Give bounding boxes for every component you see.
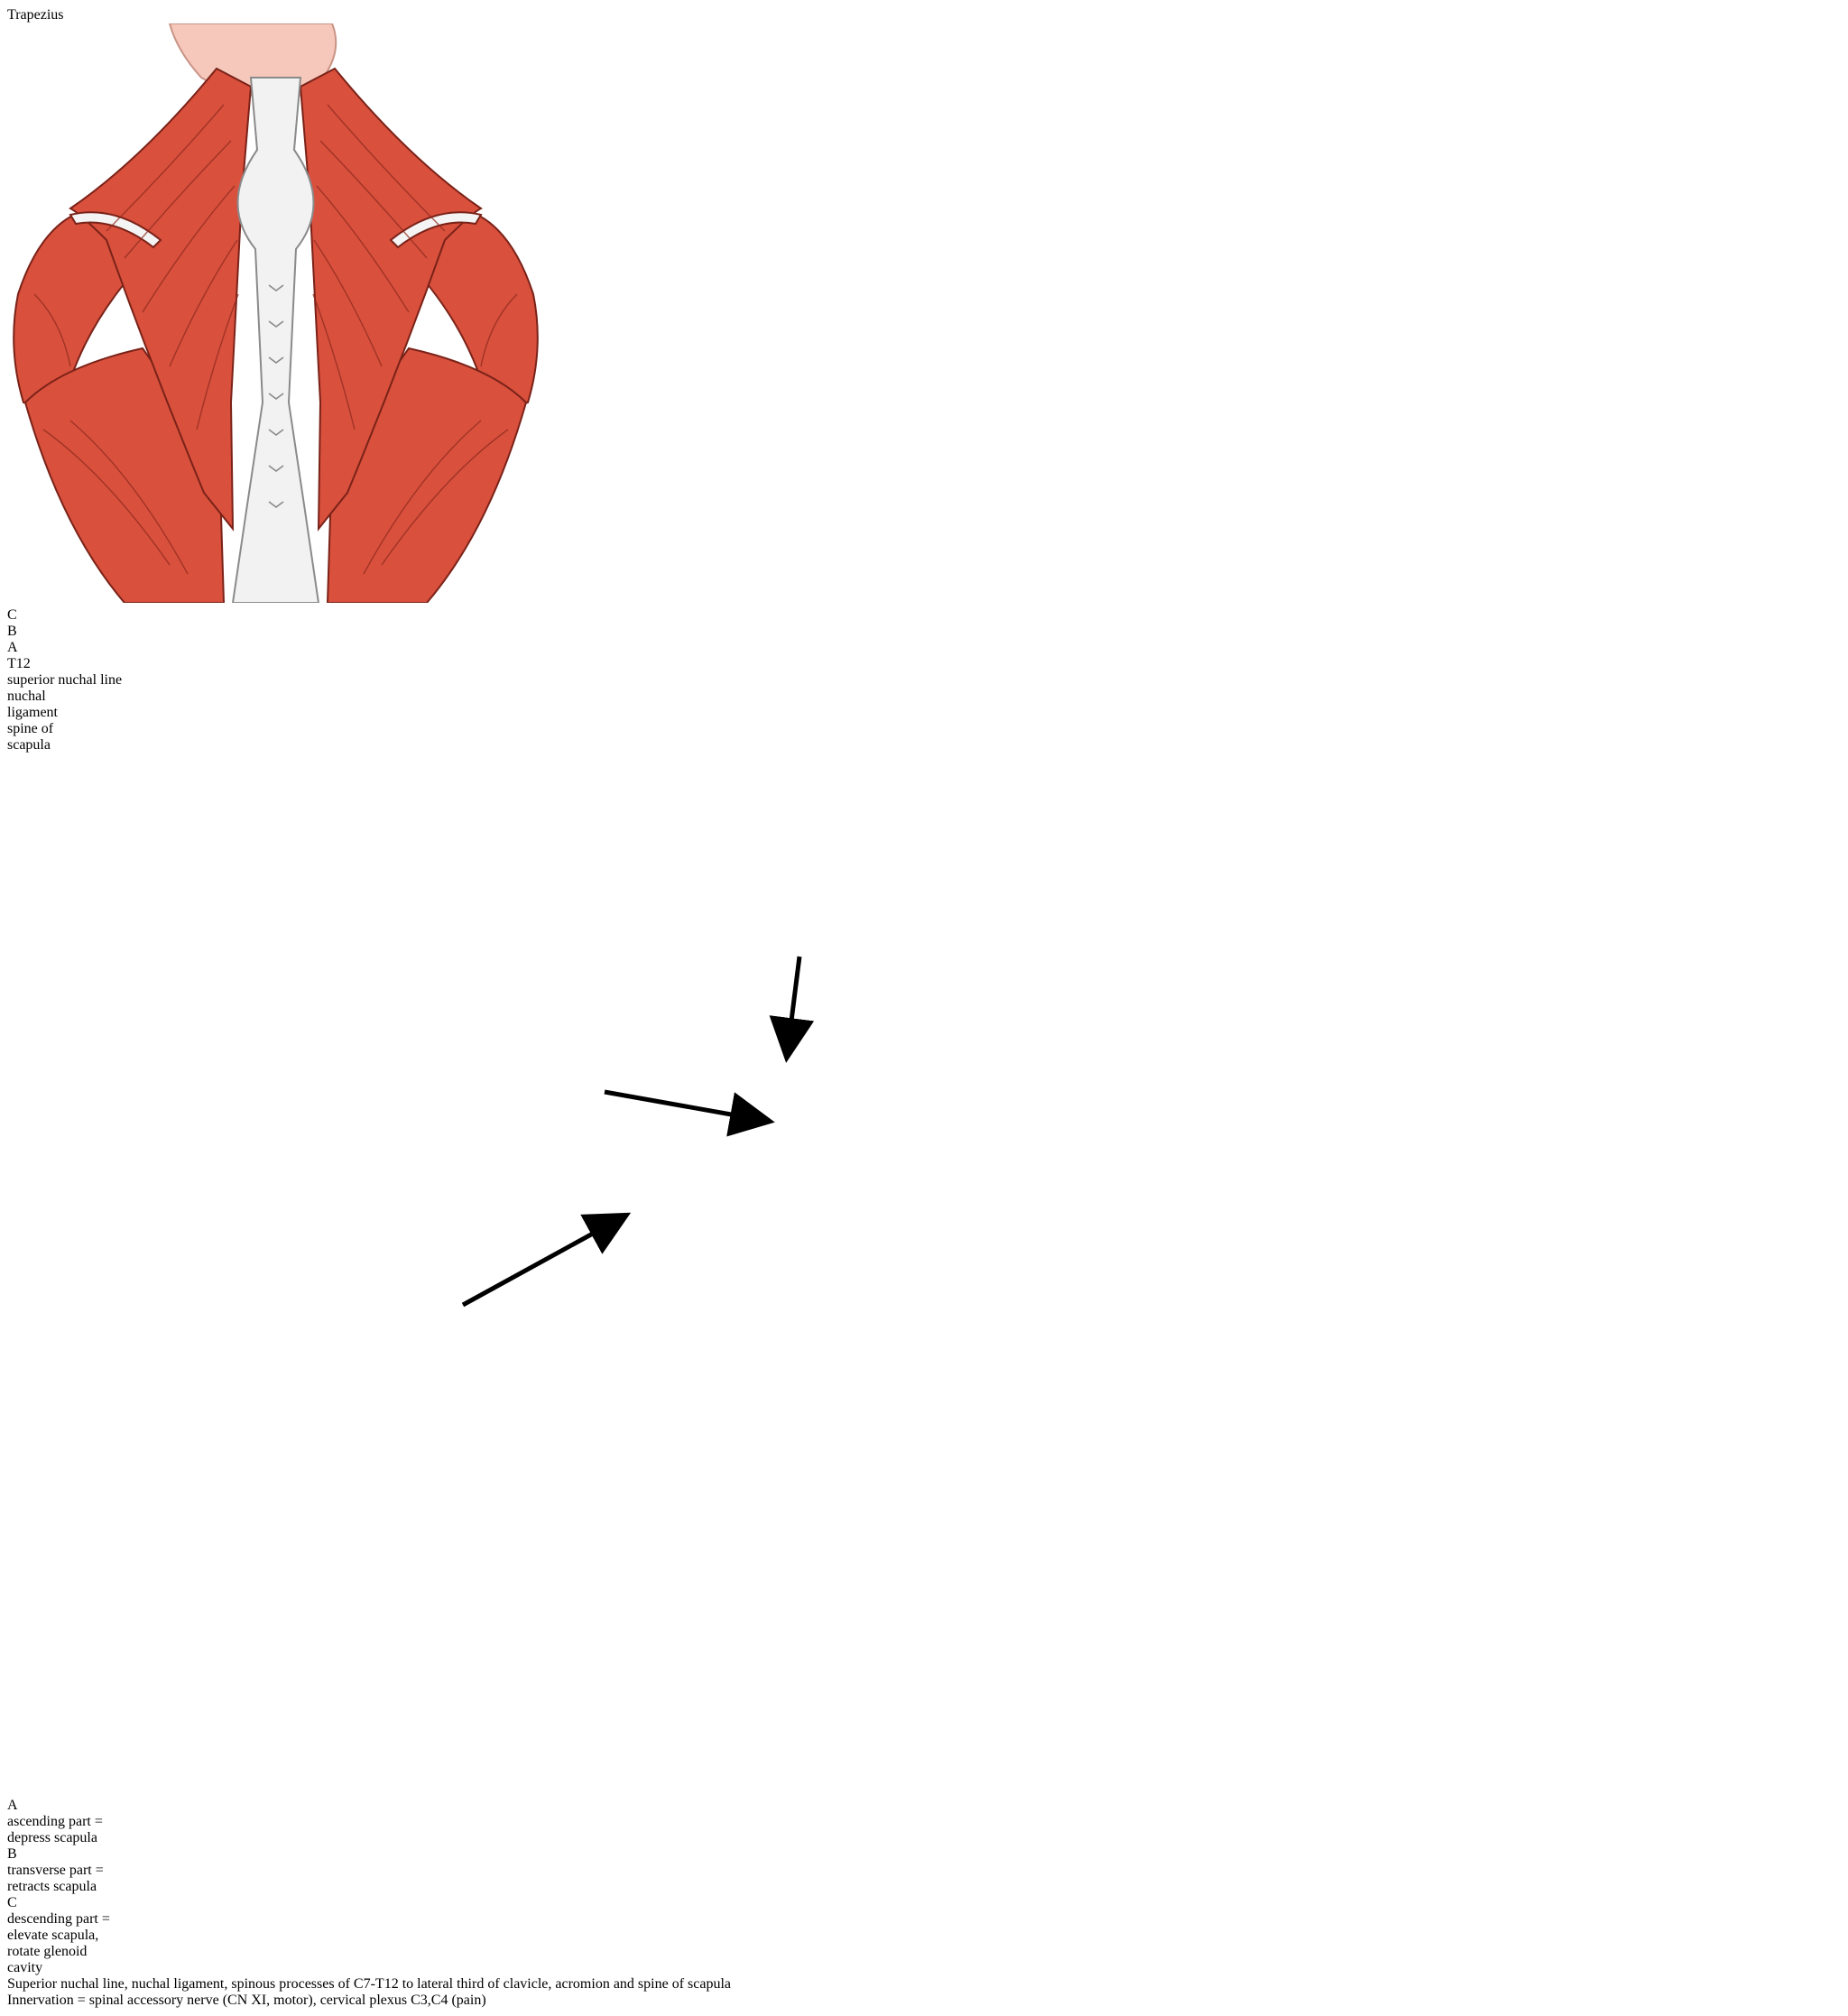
- legend-letter-b: B: [7, 1846, 17, 1862]
- figure-label-c: C: [7, 607, 17, 623]
- figure-label-a: A: [7, 640, 18, 655]
- legend-row-a: A ascending part = depress scapula: [7, 1798, 1841, 1846]
- figure-label-b: B: [7, 624, 17, 639]
- callout-arrows: [461, 956, 815, 1308]
- slide: Trapezius: [7, 7, 1841, 2009]
- figure-label-t12: T12: [7, 656, 31, 671]
- legend-row-c: C descending part = elevate scapula, rot…: [7, 1895, 1841, 1976]
- callout-nuchal-ligament-line-1: nuchal: [7, 689, 46, 704]
- legend-desc-a-line-1: ascending part =: [7, 1814, 103, 1829]
- innervation-text: Innervation = spinal accessory nerve (CN…: [7, 1993, 486, 2008]
- callout-nuchal-ligament-line-2: ligament: [7, 705, 58, 720]
- legend-desc-c-line-1: descending part =: [7, 1911, 110, 1927]
- arrow-superior-nuchal-line: [769, 956, 815, 1063]
- trapezius-illustration: [7, 23, 1841, 607]
- callout-spine-of-scapula-line-1: spine of: [7, 721, 54, 736]
- arrow-nuchal-ligament: [604, 1089, 775, 1137]
- legend-desc-a-line-2: depress scapula: [7, 1830, 97, 1845]
- slide-title: Trapezius: [7, 7, 64, 23]
- callout-spine-of-scapula-line-2: scapula: [7, 737, 51, 753]
- legend-letter-a: A: [7, 1798, 18, 1813]
- callout-spine-of-scapula: spine of scapula: [7, 721, 1841, 754]
- origin-insertion-text: Superior nuchal line, nuchal ligament, s…: [7, 1976, 731, 1992]
- legend-letter-c: C: [7, 1895, 17, 1910]
- legend-desc-b-line-2: retracts scapula: [7, 1879, 97, 1894]
- back-muscles-drawing: [7, 23, 544, 604]
- legend-desc-c-line-4: cavity: [7, 1960, 43, 1975]
- callout-nuchal-ligament: nuchal ligament: [7, 689, 1841, 721]
- legend-desc-c-line-2: elevate scapula,: [7, 1928, 99, 1943]
- legend-desc-b-line-1: transverse part =: [7, 1863, 104, 1878]
- legend-desc-b: transverse part = retracts scapula: [7, 1863, 1841, 1895]
- legend-row-b: B transverse part = retracts scapula: [7, 1846, 1841, 1895]
- legend-desc-c: descending part = elevate scapula, rotat…: [7, 1911, 1841, 1976]
- legend-desc-c-line-3: rotate glenoid: [7, 1944, 88, 1959]
- legend-desc-a: ascending part = depress scapula: [7, 1814, 1841, 1846]
- muscle-parts-legend: A ascending part = depress scapula B tra…: [7, 1798, 1841, 1976]
- arrow-spine-of-scapula: [461, 1212, 632, 1308]
- callout-superior-nuchal-line: superior nuchal line: [7, 672, 123, 688]
